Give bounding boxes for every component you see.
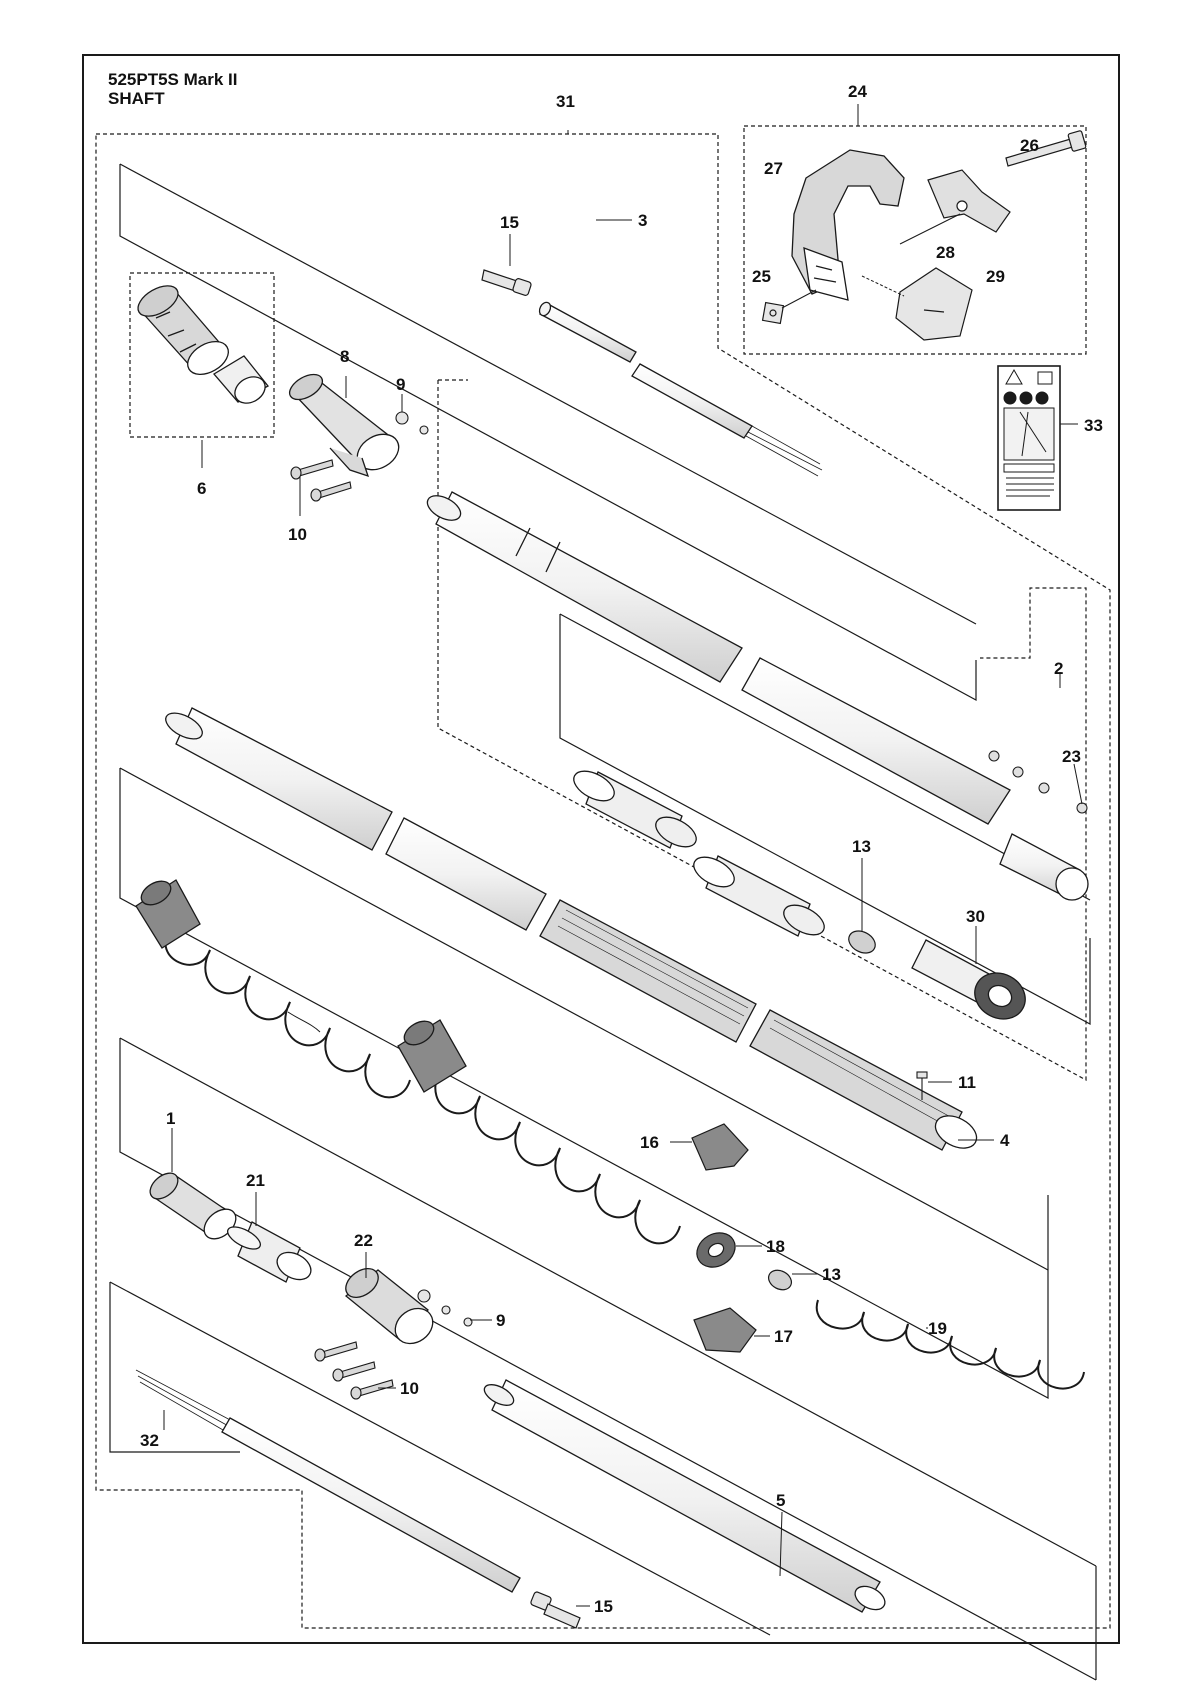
coupling-13-lower — [767, 1269, 793, 1291]
callout-6: 6 — [197, 479, 206, 498]
callout-1: 1 — [166, 1109, 175, 1128]
damper-upper — [135, 879, 201, 949]
bearing-18 — [696, 1232, 736, 1268]
callout-25: 25 — [752, 267, 771, 286]
callout-2: 2 — [1054, 659, 1063, 678]
nut-25 — [761, 301, 785, 325]
tube-2 — [999, 833, 1089, 901]
coupling-1 — [149, 1172, 237, 1240]
callout-11: 11 — [958, 1073, 976, 1092]
callout-28: 28 — [936, 243, 955, 262]
drive-shaft-32 — [135, 1369, 521, 1593]
drive-shaft-3 — [538, 301, 823, 477]
callout-13-top: 13 — [852, 837, 871, 856]
spring-19 — [815, 1299, 1085, 1390]
grip-nut-6 — [137, 285, 269, 404]
screw-11 — [916, 1071, 928, 1100]
callout-16: 16 — [640, 1133, 659, 1152]
harness-hook-27 — [791, 149, 905, 301]
callout-9-lower: 9 — [496, 1311, 505, 1330]
callout-15-bottom: 15 — [594, 1597, 613, 1616]
clamp-22 — [344, 1267, 434, 1345]
callout-5: 5 — [776, 1491, 785, 1510]
callout-3: 3 — [638, 211, 647, 230]
callout-30: 30 — [966, 907, 985, 926]
page-frame — [82, 54, 1120, 1644]
kit-boundary-6 — [129, 272, 275, 438]
callout-8: 8 — [340, 347, 349, 366]
callout-33: 33 — [1084, 416, 1103, 435]
section-title: SHAFT — [108, 89, 165, 108]
diagram-header: 525PT5S Mark II SHAFT — [108, 70, 237, 108]
screw-15-bottom — [530, 1591, 581, 1629]
callout-13-lower: 13 — [822, 1265, 841, 1284]
screws-10-lower — [314, 1341, 394, 1400]
kit-boundary-inner — [437, 379, 1087, 1082]
clamp-8 — [288, 373, 400, 478]
callout-labels: 31 24 26 27 3 15 28 25 29 8 9 33 6 10 2 … — [140, 82, 1103, 1616]
callout-26: 26 — [1020, 136, 1039, 155]
callout-10-top: 10 — [288, 525, 307, 544]
callout-32: 32 — [140, 1431, 159, 1450]
tube-5 — [483, 1379, 886, 1613]
screw-15-top — [481, 269, 532, 296]
callout-17: 17 — [774, 1327, 793, 1346]
sleeves — [573, 770, 825, 937]
plate-28 — [895, 267, 973, 341]
nut-9-top — [395, 411, 429, 435]
callout-19: 19 — [928, 1319, 947, 1338]
inner-tube — [426, 491, 1011, 825]
kit-boundary-24 — [743, 125, 1087, 355]
callout-27: 27 — [764, 159, 783, 178]
callout-15-top: 15 — [500, 213, 519, 232]
callout-23: 23 — [1062, 747, 1081, 766]
spring-upper — [164, 927, 411, 1099]
bearing-housing-30 — [911, 939, 1026, 1020]
damper-middle — [397, 1019, 467, 1093]
callout-21: 21 — [246, 1171, 265, 1190]
callout-18: 18 — [766, 1237, 785, 1256]
washer-29 — [927, 169, 1011, 233]
bushing-21 — [227, 1221, 312, 1283]
damper-half-17 — [693, 1307, 757, 1353]
assembly-boundary-31 — [95, 133, 1111, 1629]
callout-24: 24 — [848, 82, 867, 101]
bolt-26 — [1005, 130, 1087, 167]
spring-middle — [434, 1069, 681, 1245]
screws-10-top — [290, 459, 352, 502]
callout-10-lower: 10 — [400, 1379, 419, 1398]
callout-29: 29 — [986, 267, 1005, 286]
tube-4 — [165, 707, 978, 1151]
callout-22: 22 — [354, 1231, 373, 1250]
screws-23 — [988, 750, 1088, 814]
callout-9-top: 9 — [396, 375, 405, 394]
callout-4: 4 — [1000, 1131, 1010, 1150]
damper-half-16 — [691, 1123, 749, 1171]
coupling-13-top — [848, 930, 876, 954]
bracket-lines — [109, 163, 1097, 1681]
warning-decal-33 — [997, 365, 1061, 511]
model-title: 525PT5S Mark II — [108, 70, 238, 89]
leader-lines — [163, 104, 1083, 1607]
kit-24-leaders — [781, 213, 961, 309]
callout-31: 31 — [556, 92, 575, 111]
